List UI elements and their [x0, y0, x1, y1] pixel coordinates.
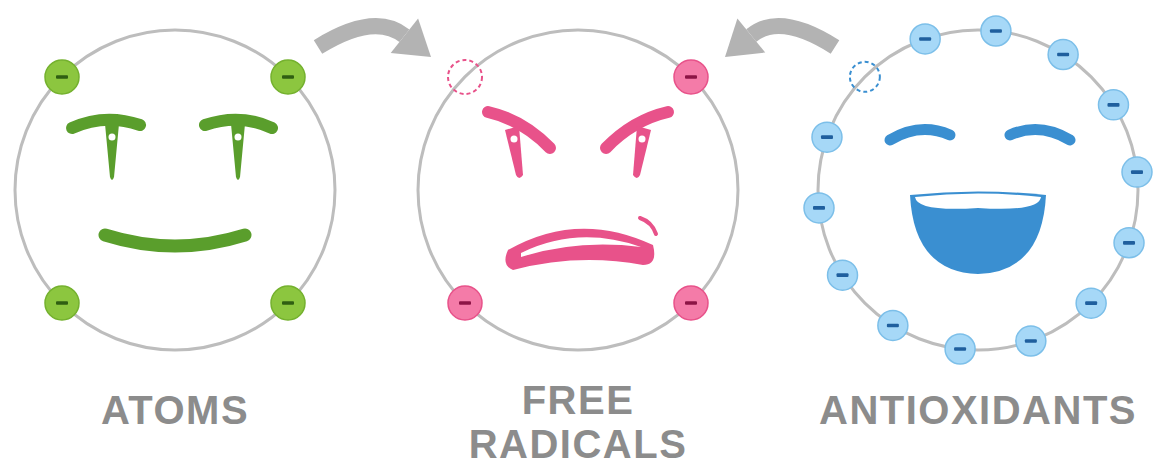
circle-outline	[413, 25, 743, 355]
electron	[812, 122, 842, 152]
electron	[45, 60, 79, 94]
circle-outline	[813, 25, 1143, 355]
curved-arrow	[318, 19, 431, 57]
electron	[828, 260, 858, 290]
electron	[271, 286, 305, 320]
atom-circle: ATOMS	[10, 25, 340, 355]
electron	[1016, 326, 1046, 356]
atom-circle: ANTIOXIDANTS	[813, 25, 1143, 355]
node-label: ANTIOXIDANTS	[778, 388, 1157, 432]
label-block: ANTIOXIDANTS	[778, 388, 1157, 432]
atom-face	[72, 120, 272, 246]
free-radical-face	[488, 112, 668, 270]
node-label: FREE RADICALS	[448, 378, 708, 466]
electron	[878, 310, 908, 340]
electron	[1048, 40, 1078, 70]
electron	[674, 60, 708, 94]
curved-arrow	[725, 18, 835, 57]
electron	[945, 334, 975, 364]
circle-outline	[10, 25, 340, 355]
electron	[448, 286, 482, 320]
label-block: ATOMS	[10, 388, 340, 432]
free-radical-electrons	[448, 60, 708, 320]
electron	[45, 286, 79, 320]
electron	[1114, 228, 1144, 258]
antioxidant-electrons	[804, 16, 1152, 364]
atom-circle: FREE RADICALS	[413, 25, 743, 355]
electron	[271, 60, 305, 94]
atom-electrons	[45, 60, 305, 320]
label-block: FREE RADICALS	[448, 378, 708, 466]
electron	[1122, 157, 1152, 187]
electron	[1076, 288, 1106, 318]
antioxidant-face	[890, 130, 1070, 274]
node-label: ATOMS	[10, 388, 340, 432]
electron	[674, 286, 708, 320]
electron	[910, 24, 940, 54]
electron	[981, 16, 1011, 46]
electron	[1098, 90, 1128, 120]
electron	[804, 193, 834, 223]
